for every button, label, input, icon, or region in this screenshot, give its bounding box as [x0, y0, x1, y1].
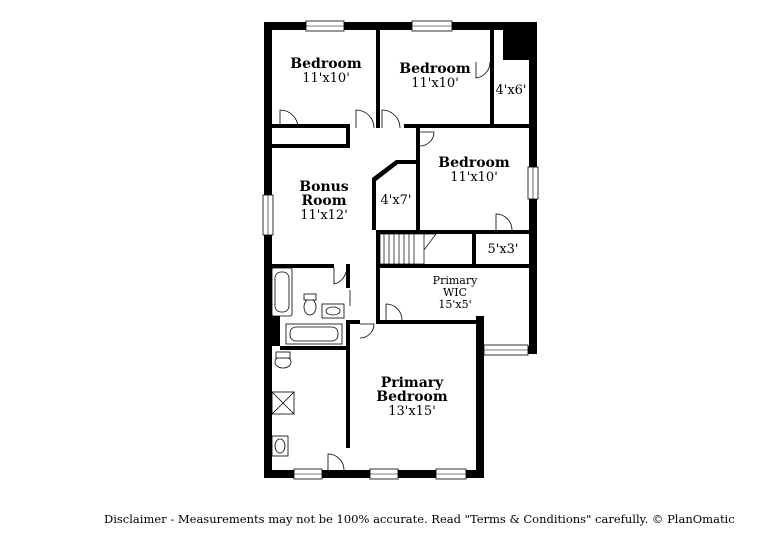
primary-bedroom-size: 13'x15' — [388, 404, 436, 419]
bonus-room-name-line1: Bonus — [299, 179, 349, 195]
bedroom-2-size: 11'x10' — [411, 76, 459, 91]
bedroom-3-size: 11'x10' — [450, 170, 498, 185]
stairs — [379, 233, 437, 265]
window-lines — [267, 25, 534, 475]
closet-2-size: 4'x7' — [380, 193, 411, 208]
doors — [279, 61, 513, 471]
bathroom-fixtures — [271, 267, 345, 457]
closet-3-size: 5'x3' — [487, 242, 518, 257]
bedroom-1-name: Bedroom — [290, 56, 362, 72]
primary-bedroom-name-line2: Bedroom — [376, 389, 448, 405]
bedroom-2-name: Bedroom — [399, 61, 471, 77]
primary-wic-name-line1: Primary — [433, 274, 478, 287]
disclaimer-text: Disclaimer - Measurements may not be 100… — [104, 512, 735, 526]
bedroom-1-size: 11'x10' — [302, 71, 350, 86]
closet-1-size: 4'x6' — [495, 83, 526, 98]
bonus-room-name-line2: Room — [301, 193, 346, 209]
primary-wic-name-line2: WIC — [443, 286, 467, 299]
primary-bedroom-name-line1: Primary — [381, 375, 444, 391]
interior-walls — [272, 30, 533, 478]
primary-wic-size: 15'x5' — [438, 298, 471, 311]
bedroom-3-name: Bedroom — [438, 155, 510, 171]
bonus-room-size: 11'x12' — [300, 208, 348, 223]
